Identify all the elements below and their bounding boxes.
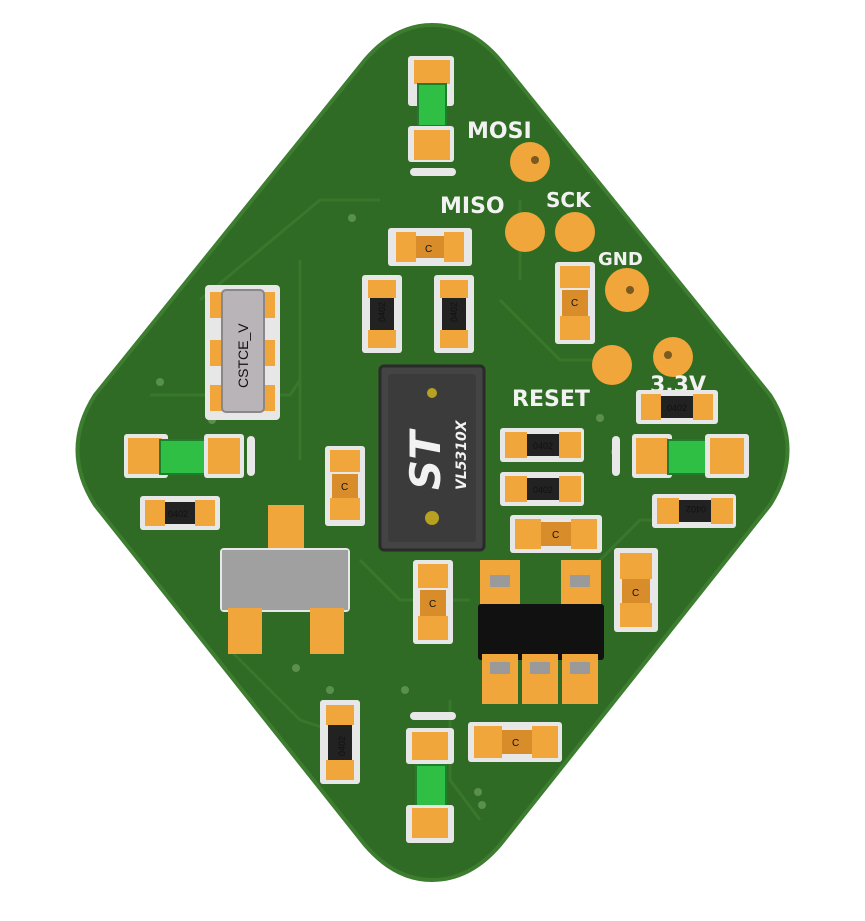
svg-text:0402: 0402 [686,504,706,514]
capacitor-gnd: C [555,262,595,344]
resistor-3v3: 0402 [636,390,718,424]
regulator [220,505,350,654]
svg-text:C: C [552,530,559,541]
led-bottom [406,712,456,843]
vl53-sensor-chip: ST VL5310X [378,364,486,552]
capacitor-top: C [388,228,472,266]
ldo-ic [478,560,604,704]
capacitor-center: C [413,560,453,644]
label-gnd: GND [598,249,643,270]
copper-traces [150,198,700,821]
resistor-left: 0402 [362,275,402,353]
sck-pad[interactable] [555,212,595,252]
led-left [124,434,255,478]
svg-text:C: C [512,738,519,749]
led-right [612,434,749,478]
capacitor-mid-right: C [510,515,602,553]
svg-text:0402: 0402 [667,403,687,413]
v33-pad[interactable] [653,337,693,377]
svg-text:0402: 0402 [449,302,459,322]
resistor-bottom-left: 0402 [320,700,360,784]
svg-text:C: C [571,298,578,309]
svg-text:C: C [341,482,348,493]
mosi-pad[interactable] [510,142,550,182]
svg-text:0402: 0402 [337,736,347,756]
label-reset: RESET [512,387,590,412]
svg-text:C: C [632,588,639,599]
resistor-left-led: 0402 [140,496,220,530]
crystal-label: CSTCE_V [235,323,251,388]
label-mosi: MOSI [467,119,532,144]
capacitor-left-chip: C [325,446,365,526]
svg-text:0402: 0402 [533,485,553,495]
capacitor-bottom: C [468,722,562,762]
resistor-r2: 0402 [500,472,584,506]
crystal: CSTCE_V [205,285,280,420]
svg-text:C: C [429,599,436,610]
svg-text:0402: 0402 [533,441,553,451]
led-top [408,56,456,176]
capacitor-right-ic: C [614,548,658,632]
resistor-r1: 0402 [500,428,584,462]
label-miso: MISO [440,194,505,219]
svg-text:0402: 0402 [377,302,387,322]
resistor-right-led: 0402 [652,494,736,528]
svg-text:C: C [425,244,432,255]
miso-pad[interactable] [505,212,545,252]
chip-part: VL5310X [454,419,470,490]
reset-pad[interactable] [592,345,632,385]
chip-logo: ST [401,428,450,490]
resistor-right: 0402 [434,275,474,353]
svg-text:0402: 0402 [168,509,188,519]
label-sck: SCK [546,188,592,212]
